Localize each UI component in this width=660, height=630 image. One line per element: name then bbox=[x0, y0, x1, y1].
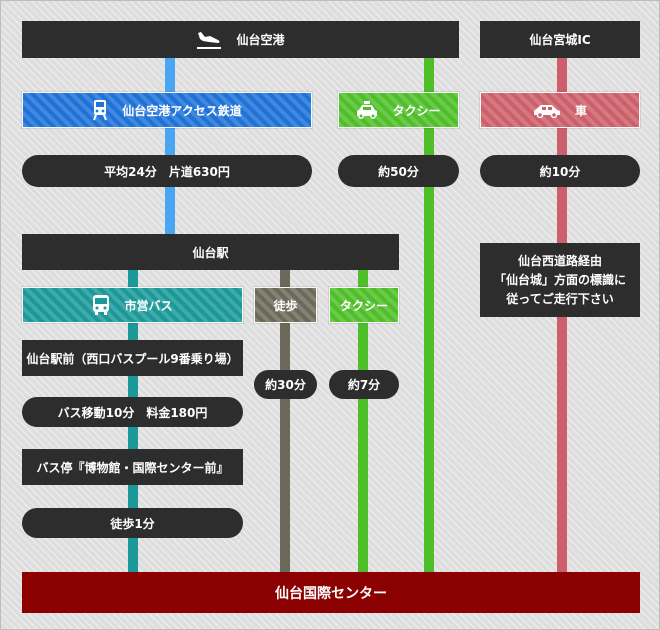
walk-time-pill: 約30分 bbox=[254, 370, 317, 399]
ic-route-line-3: 従ってご走行下さい bbox=[506, 291, 614, 306]
rail-label: 仙台空港アクセス鉄道 bbox=[122, 103, 242, 118]
bus-mode-box: 市営バス bbox=[22, 287, 243, 323]
ic-route-line-2: 「仙台城」方面の標識に bbox=[493, 272, 626, 287]
airplane-landing-icon bbox=[196, 30, 222, 50]
taxi-station-line bbox=[358, 270, 368, 572]
airport-label: 仙台空港 bbox=[236, 33, 285, 47]
bus-ride-pill: バス移動10分 料金180円 bbox=[22, 397, 243, 427]
walk-label: 徒歩 bbox=[273, 298, 298, 313]
bus-label: 市営バス bbox=[124, 298, 173, 313]
car-label: 車 bbox=[574, 103, 587, 118]
car-mode-box: 車 bbox=[480, 92, 640, 128]
walk-mode-box: 徒歩 bbox=[254, 287, 317, 323]
rail-line bbox=[165, 58, 175, 234]
train-icon bbox=[92, 99, 108, 121]
taxi-station-mode-box: タクシー bbox=[329, 287, 399, 323]
ic-route-note: 仙台西道路経由 「仙台城」方面の標識に 従ってご走行下さい bbox=[480, 243, 640, 317]
car-icon bbox=[533, 102, 561, 118]
airport-header: 仙台空港 bbox=[22, 21, 459, 58]
rail-mode-box: 仙台空港アクセス鉄道 bbox=[22, 92, 312, 128]
taxi-station-time-pill: 約7分 bbox=[329, 370, 399, 399]
interchange-header: 仙台宮城IC bbox=[480, 21, 640, 58]
taxi-airport-mode-box: タクシー bbox=[338, 92, 459, 128]
walk-line bbox=[280, 270, 290, 572]
taxi-icon bbox=[356, 101, 378, 119]
bus-stop-from: 仙台駅前（西口バスプール9番乗り場） bbox=[22, 340, 243, 376]
bus-icon bbox=[92, 294, 110, 316]
rail-info-pill: 平均24分 片道630円 bbox=[22, 155, 312, 187]
taxi-station-label: タクシー bbox=[339, 298, 388, 313]
taxi-airport-time-pill: 約50分 bbox=[338, 155, 459, 187]
sendai-station-header: 仙台駅 bbox=[22, 234, 399, 270]
bus-walk-pill: 徒歩1分 bbox=[22, 508, 243, 538]
ic-route-line-1: 仙台西道路経由 bbox=[517, 253, 602, 268]
taxi-airport-line bbox=[424, 58, 434, 572]
bus-stop-to: バス停『博物館・国際センター前』 bbox=[22, 449, 243, 485]
car-time-pill: 約10分 bbox=[480, 155, 640, 187]
interchange-label: 仙台宮城IC bbox=[529, 33, 591, 47]
taxi-airport-label: タクシー bbox=[392, 103, 441, 118]
destination-banner: 仙台国際センター bbox=[22, 572, 640, 613]
